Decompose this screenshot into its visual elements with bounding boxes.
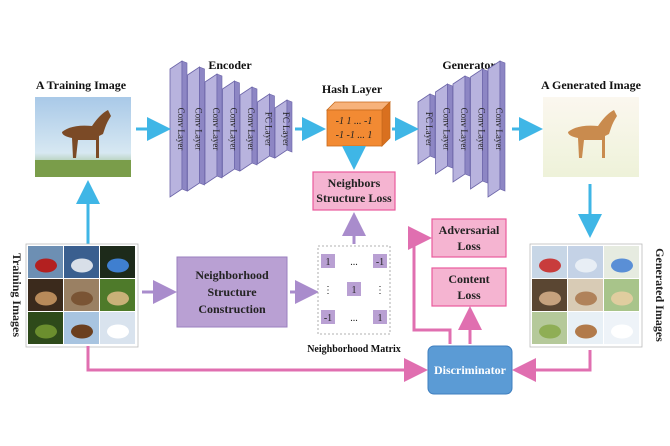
matrix-cell: ... (350, 313, 358, 324)
nsc-line-1: Neighborhood (195, 268, 269, 282)
neighborhood-structure-construction-box: Neighborhood Structure Construction (176, 256, 288, 328)
generator-layer-3: Conv Layer (452, 75, 471, 183)
generated-image-tile (532, 312, 567, 344)
adversarial-line-1: Adversarial (439, 223, 500, 237)
content-line-2: Loss (457, 288, 481, 302)
generated-horse-image (543, 97, 639, 177)
generated-image-tile (568, 279, 603, 311)
training-image-tile (64, 312, 99, 344)
training-images-label: Training Images (10, 253, 24, 337)
svg-text:...: ... (350, 257, 358, 268)
encoder-layer-4: Conv Layer (222, 80, 240, 178)
neighbors-structure-loss-box: Neighbors Structure Loss (312, 171, 396, 211)
generated-image-tile (604, 246, 639, 278)
content-loss-box: Content Loss (431, 267, 507, 307)
matrix-cell: ⋮ (375, 285, 385, 296)
generated-image-tile (604, 279, 639, 311)
encoder-layer-label: Conv Layer (246, 108, 256, 151)
svg-text:⋮: ⋮ (375, 285, 385, 296)
training-image-label: A Training Image (36, 78, 127, 92)
nsc-line-3: Construction (198, 302, 266, 316)
training-images-grid (25, 243, 139, 348)
generated-image-tile (532, 279, 567, 311)
generator-layer-2: Conv Layer (435, 83, 453, 175)
generator-layer-label: FC Layer (424, 112, 434, 146)
generator-layer-label: Conv Layer (442, 108, 452, 151)
hash-code-row-2: -1 -1 ... 1 (336, 130, 373, 141)
generator-layers: FC Layer Conv Layer Conv Layer Conv Layer Co… (417, 60, 506, 198)
generated-images-grid (529, 243, 643, 348)
generator-layer-1: FC Layer (417, 93, 436, 165)
svg-text:1: 1 (378, 313, 383, 324)
adversarial-line-2: Loss (457, 239, 481, 253)
discriminator-box: Discriminator (427, 345, 513, 395)
generated-images-label: Generated Images (653, 248, 667, 342)
arrow-generated-to-discriminator (512, 350, 592, 382)
encoder-layer-1: Conv Layer (169, 60, 188, 198)
training-image-tile (28, 279, 63, 311)
svg-text:1: 1 (326, 257, 331, 268)
encoder-layer-6: FC Layer (257, 93, 275, 165)
neighbors-loss-line-1: Neighbors (328, 176, 381, 190)
training-image-tile (28, 246, 63, 278)
neighborhood-matrix: 1... -1 ⋮ 1 ⋮ -1... 1 (317, 245, 391, 335)
nsc-line-2: Structure (207, 285, 257, 299)
training-image-tile (64, 279, 99, 311)
encoder-layer-label: Conv Layer (211, 108, 221, 151)
training-image-tile (64, 246, 99, 278)
encoder-layer-5: Conv Layer (239, 86, 258, 172)
matrix-cell: 1 (321, 254, 335, 268)
hash-code-row-1: -1 1 ... -1 (336, 116, 373, 127)
generated-image-tile (604, 312, 639, 344)
hash-layer-label: Hash Layer (322, 82, 383, 96)
training-image-tile (100, 246, 135, 278)
encoder-layer-label: Conv Layer (194, 108, 204, 151)
generator-layer-4: Conv Layer (470, 68, 488, 190)
encoder-layer-label: FC Layer (281, 112, 291, 146)
svg-text:-1: -1 (324, 313, 332, 324)
content-line-1: Content (448, 272, 489, 286)
generated-image-tile (532, 246, 567, 278)
matrix-cell: 1 (347, 282, 361, 296)
svg-text:1: 1 (352, 285, 357, 296)
training-image-tile (100, 279, 135, 311)
generated-image-tile (568, 246, 603, 278)
matrix-cell: -1 (321, 310, 335, 324)
svg-text:-1: -1 (376, 257, 384, 268)
svg-text:⋮: ⋮ (323, 285, 333, 296)
neighbors-loss-line-2: Structure Loss (316, 191, 392, 205)
encoder-layer-7: FC Layer (274, 99, 293, 159)
training-image-tile (100, 312, 135, 344)
generator-layer-5: Conv Layer (487, 60, 506, 198)
generated-image-tile (568, 312, 603, 344)
generator-layer-label: Conv Layer (477, 108, 487, 151)
encoder-layers: Conv Layer Conv Layer Conv Layer Conv Layer… (169, 60, 293, 198)
matrix-cell: ⋮ (323, 285, 333, 296)
training-image-tile (28, 312, 63, 344)
encoder-layer-label: Conv Layer (176, 108, 186, 151)
discriminator-label: Discriminator (434, 363, 507, 377)
generator-layer-label: Conv Layer (494, 108, 504, 151)
arrow-training-to-discriminator (86, 346, 428, 382)
encoder-layer-2: Conv Layer (187, 66, 205, 192)
generator-layer-label: Conv Layer (459, 108, 469, 151)
generated-image-label: A Generated Image (541, 78, 642, 92)
matrix-cell: 1 (373, 310, 387, 324)
adversarial-loss-box: Adversarial Loss (431, 218, 507, 258)
encoder-layer-label: FC Layer (264, 112, 274, 146)
encoder-label: Encoder (208, 58, 252, 72)
neighborhood-matrix-label: Neighborhood Matrix (307, 344, 401, 355)
matrix-cell: ... (350, 257, 358, 268)
matrix-cell: -1 (373, 254, 387, 268)
encoder-layer-label: Conv Layer (229, 108, 239, 151)
encoder-layer-3: Conv Layer (204, 73, 223, 185)
hash-layer-block: -1 1 ... -1 -1 -1 ... 1 (326, 101, 391, 147)
svg-text:...: ... (350, 313, 358, 324)
training-horse-image (35, 97, 131, 177)
arrow-disc-to-adversarial (408, 226, 452, 344)
